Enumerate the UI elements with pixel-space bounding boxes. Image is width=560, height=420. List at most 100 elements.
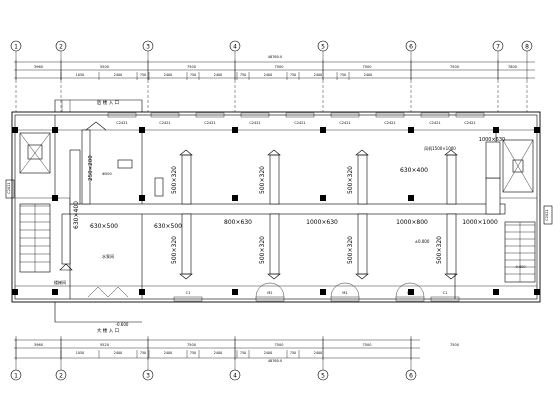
- side-code-right: C2021: [545, 209, 549, 220]
- window-code: C1: [186, 291, 191, 295]
- window-bottom: M1: [395, 282, 425, 302]
- dim-top-2: 750: [190, 73, 196, 77]
- grid-number: 4: [233, 372, 237, 379]
- dim-bottom-2: 2400: [314, 351, 322, 355]
- left-lower-duct: [61, 213, 71, 265]
- branch-up-3: [357, 154, 368, 205]
- main-duct: [69, 203, 506, 215]
- branch-down-label-1: 500×320: [171, 236, 178, 264]
- grid-number: 1: [14, 43, 18, 50]
- branch-up-label-2: 500×320: [259, 166, 266, 194]
- main-duct-size-4: 1000×630: [306, 219, 338, 226]
- grid-number: 5: [321, 43, 325, 50]
- window-code: M1: [407, 291, 412, 295]
- fan-label: 风机1500×1000: [424, 145, 456, 151]
- window-code: M1: [267, 291, 272, 295]
- dim-top-1: 7500: [363, 65, 372, 69]
- dim-bottom-2: 2400: [114, 351, 122, 355]
- dim-top-1: 5500: [100, 65, 109, 69]
- branch-up-1: [181, 154, 192, 205]
- branch-up-2: [269, 154, 280, 205]
- right-riser: [485, 177, 501, 215]
- dim-top-2: 2400: [214, 73, 222, 77]
- window-code: C2421: [159, 121, 170, 125]
- dim-top-2: 1050: [76, 73, 84, 77]
- dim-bottom-2: 2400: [264, 351, 272, 355]
- window-top: C2421: [375, 112, 405, 125]
- entrance-bottom-label: 大 楼 入 口: [97, 327, 119, 334]
- dim-bottom-1: 7500: [187, 343, 196, 347]
- dim-top-1: 7500: [450, 65, 459, 69]
- window-top: C2421: [285, 112, 315, 125]
- dim-bottom-1: 7500: [450, 343, 459, 347]
- dim-top-2: 750: [340, 73, 346, 77]
- main-duct-size-6: 1000×1000: [462, 219, 498, 226]
- elevation-bottom-label: -0.600: [116, 322, 129, 327]
- grid-number: 6: [409, 43, 413, 50]
- room-labels: 后 楼 入 口 大 楼 入 口 楼梯间 水泵间 ±0.000 -0.600 -0…: [5, 99, 553, 334]
- dim-bottom-2: 750: [140, 351, 146, 355]
- window-code: C2421: [339, 121, 350, 125]
- dim-bottom-1: 5520: [100, 343, 109, 347]
- window-bottom: C1: [173, 291, 203, 302]
- fan-unit: [485, 141, 501, 179]
- duct-system: [59, 121, 506, 280]
- branch-up-label-3: 500×320: [347, 166, 354, 194]
- grid-number: 1: [14, 372, 18, 379]
- grid-number: 3: [146, 43, 150, 50]
- main-duct-size-2: 630×500: [154, 223, 182, 230]
- window-bottom: M1: [330, 282, 360, 302]
- window-code: C2421: [116, 121, 127, 125]
- grid-number: 4: [233, 43, 237, 50]
- dim-bottom-2: 2400: [214, 351, 222, 355]
- window-top: C2421: [455, 112, 485, 125]
- window-code: M1: [342, 291, 347, 295]
- window-top: C2421: [420, 112, 450, 125]
- main-duct-size-3: 800×630: [224, 219, 252, 226]
- small-duct-tag: Φ500: [102, 172, 111, 176]
- dim-top-2: 2400: [314, 73, 322, 77]
- grid-number: 2: [59, 43, 63, 50]
- grid-number: 5: [321, 372, 325, 379]
- window-code: C2421: [249, 121, 260, 125]
- elevation-label: ±0.000: [415, 239, 430, 244]
- stair-label: 楼梯间: [54, 279, 66, 285]
- branch-up-label-1: 500×320: [171, 166, 178, 194]
- grid-number: 6: [409, 372, 413, 379]
- window-top: C2421: [330, 112, 360, 125]
- structural-columns: [12, 127, 540, 295]
- dim-top-2: 750: [290, 73, 296, 77]
- elevation-right-label: -0.600: [514, 265, 525, 269]
- left-riser-duct: [69, 149, 81, 205]
- dim-top-2: 2400: [164, 73, 172, 77]
- dim-bottom-2: 750: [190, 351, 196, 355]
- branch-down-label-4: 500×320: [436, 236, 443, 264]
- branch-down-3: [357, 213, 368, 275]
- branch-down-2: [269, 213, 280, 275]
- window-top: C2421: [240, 112, 270, 125]
- dim-top-2: 750: [140, 73, 146, 77]
- main-duct-size-1: 630×500: [90, 223, 118, 230]
- branch-down-label-3: 500×320: [347, 236, 354, 264]
- branch-down-4: [446, 213, 457, 275]
- grid-number: 2: [59, 372, 63, 379]
- dim-bottom-2: 2400: [164, 351, 172, 355]
- window-bottom: C1: [430, 291, 460, 302]
- window-top: C2421: [107, 112, 137, 125]
- window-code: C2421: [294, 121, 305, 125]
- dim-top-2: 2400: [264, 73, 272, 77]
- entrance-top-label: 后 楼 入 口: [97, 99, 119, 106]
- left-vertical-label-2: 250×200: [88, 155, 94, 181]
- window-top: C2421: [195, 112, 225, 125]
- dim-bottom-2: 750: [290, 351, 296, 355]
- dim-bottom-2: 1050: [76, 351, 84, 355]
- dim-top-1: 7500: [275, 65, 284, 69]
- dim-top-1: 3960: [34, 65, 43, 69]
- branch-up-4: [446, 154, 457, 205]
- main-duct-size-5: 1000×800: [396, 219, 428, 226]
- top-right-duct-label: 1000×630: [479, 137, 505, 143]
